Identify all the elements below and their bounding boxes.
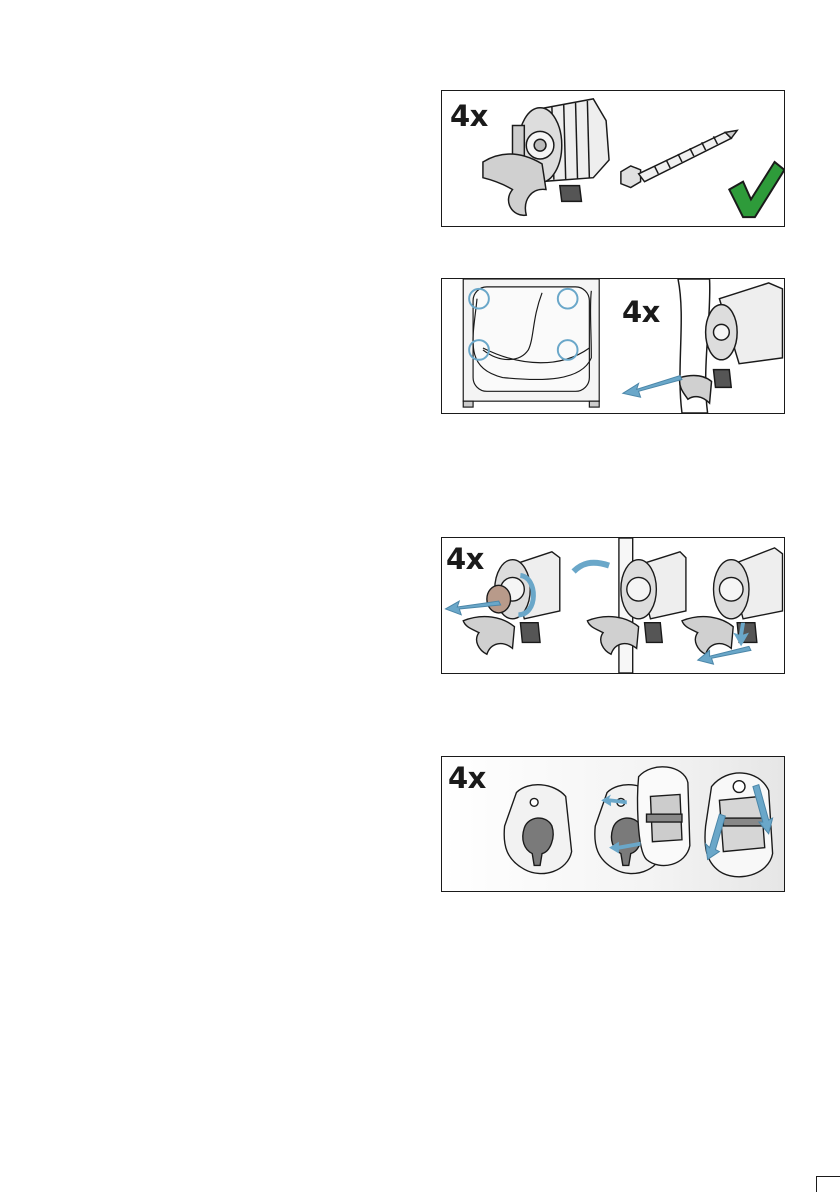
bolt-step-3-icon: [682, 548, 783, 654]
illustration-transport-bolt-kept: 4x: [441, 90, 785, 227]
transport-bolt-icon: [483, 99, 609, 215]
pull-arrow-icon: [623, 376, 682, 398]
illustration-remove-transport-bolts: 4x: [441, 278, 785, 414]
hose-detail-icon: [678, 279, 782, 413]
illustration-insert-bolts-on-hose: 4x: [441, 537, 785, 674]
bolt-step-2-icon: [587, 538, 686, 673]
transport-bolt-illustration: [442, 91, 784, 226]
cover-cap-bracket-icon: [595, 767, 690, 874]
quantity-label: 4x: [622, 295, 660, 329]
page-corner-mark: [816, 1176, 840, 1192]
cover-caps-illustration: [442, 757, 784, 891]
remove-bolts-illustration: [442, 279, 784, 413]
appliance-back-icon: [463, 279, 599, 407]
screw-icon: [621, 130, 737, 187]
quantity-label: 4x: [450, 99, 488, 133]
cover-cap-icon: [504, 785, 571, 874]
quantity-label: 4x: [446, 542, 484, 576]
check-mark-icon: [729, 162, 784, 217]
quantity-label: 4x: [448, 761, 486, 795]
move-arrow-icon: [574, 563, 609, 572]
insert-bolts-illustration: [442, 538, 784, 673]
illustration-cover-caps: 4x: [441, 756, 785, 892]
